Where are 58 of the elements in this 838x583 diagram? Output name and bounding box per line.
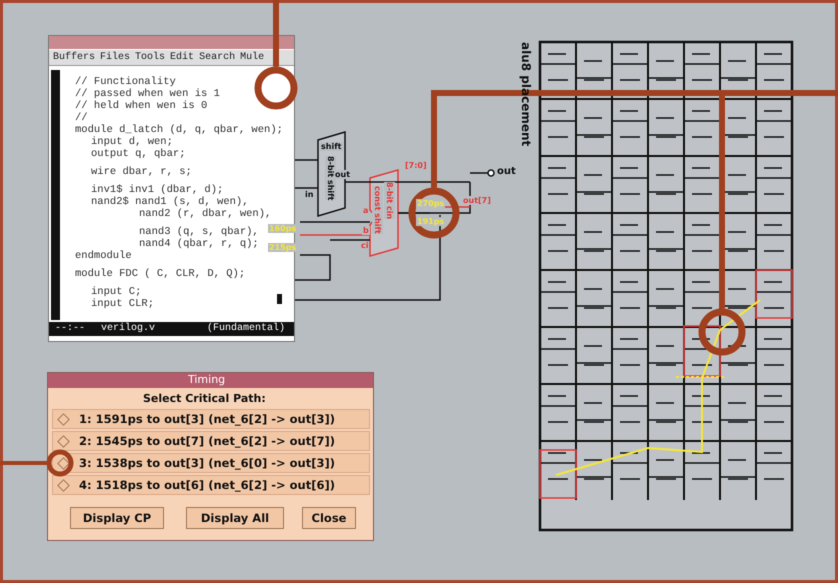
file-name: verilog.v bbox=[101, 322, 156, 336]
code-line: // held when wen is 0 bbox=[75, 100, 208, 112]
radio-option: 3: 1538ps to out[3] (net_6[0] -> out[3]) bbox=[52, 453, 370, 473]
code-line: nand2 (r, dbar, wen), bbox=[139, 208, 272, 220]
port-label: out bbox=[496, 166, 517, 177]
radio-option: 2: 1545ps to out[7] (net_6[2] -> out[7]) bbox=[52, 431, 370, 451]
code-line: input C; bbox=[91, 286, 142, 298]
code-line: endmodule bbox=[75, 250, 132, 262]
code-line: // Functionality bbox=[75, 76, 176, 88]
code-line: nand4 (qbar, r, q); bbox=[139, 238, 259, 250]
code-line: // bbox=[75, 112, 88, 124]
delay-label: 191ps bbox=[416, 217, 446, 226]
port-label: b bbox=[362, 226, 370, 235]
code-line: module FDC ( C, CLR, D, Q); bbox=[75, 268, 246, 280]
leader-line bbox=[273, 0, 279, 66]
net-label: out[7] bbox=[462, 196, 492, 205]
code-line: nand3 (q, s, qbar), bbox=[139, 226, 259, 238]
block-label: 8-bit cin bbox=[384, 182, 395, 220]
menu-item: Search bbox=[199, 50, 236, 65]
code-line: inv1$ inv1 (dbar, d); bbox=[91, 184, 224, 196]
menu-item: Files bbox=[100, 50, 130, 65]
ring-marker bbox=[254, 66, 298, 110]
menu-item: Edit bbox=[170, 50, 194, 65]
mode-name: (Fundamental) bbox=[207, 322, 286, 336]
port-label: in bbox=[304, 190, 314, 199]
button: Close bbox=[302, 507, 356, 529]
button: Display All bbox=[186, 507, 284, 529]
code-line: nand2$ nand1 (s, d, wen), bbox=[91, 196, 249, 208]
status-text: --:-- bbox=[55, 322, 86, 336]
code-line: input d, wen; bbox=[91, 136, 173, 148]
code-line: output q, qbar; bbox=[91, 148, 186, 160]
block-label: 8-bit shift bbox=[325, 156, 336, 200]
ring-marker bbox=[46, 450, 74, 476]
menu-item: Mule bbox=[240, 50, 264, 65]
radio-option: 4: 1518ps to out[6] (net_6[2] -> out[6]) bbox=[52, 475, 370, 495]
port-label: out bbox=[334, 170, 352, 179]
dialog-heading: Select Critical Path: bbox=[143, 392, 266, 405]
code-line: input CLR; bbox=[91, 298, 154, 310]
code-line: module d_latch (d, q, qbar, wen); bbox=[75, 124, 283, 136]
bus-label: [7:0] bbox=[404, 161, 428, 170]
dialog-title: Timing bbox=[188, 373, 226, 386]
button: Display CP bbox=[70, 507, 164, 529]
code-line: wire dbar, r, s; bbox=[91, 166, 192, 178]
menu-item: Buffers bbox=[53, 50, 96, 65]
menu-item: Tools bbox=[135, 50, 166, 65]
port-label: ci bbox=[360, 241, 370, 250]
block-label: const shift bbox=[372, 186, 383, 234]
port-label: a bbox=[362, 206, 370, 215]
delay-label: 215ps bbox=[268, 243, 298, 252]
code-line: // passed when wen is 1 bbox=[75, 88, 220, 100]
radio-option: 1: 1591ps to out[3] (net_6[2] -> out[3]) bbox=[52, 409, 370, 429]
placement-title: alu8 placement bbox=[519, 42, 533, 146]
delay-label: 160ps bbox=[268, 224, 298, 233]
delay-label: 270ps bbox=[416, 199, 446, 208]
ring-marker bbox=[698, 308, 746, 356]
ring-marker bbox=[408, 188, 460, 238]
leader-line bbox=[0, 461, 46, 465]
block-label: shift bbox=[320, 142, 343, 151]
